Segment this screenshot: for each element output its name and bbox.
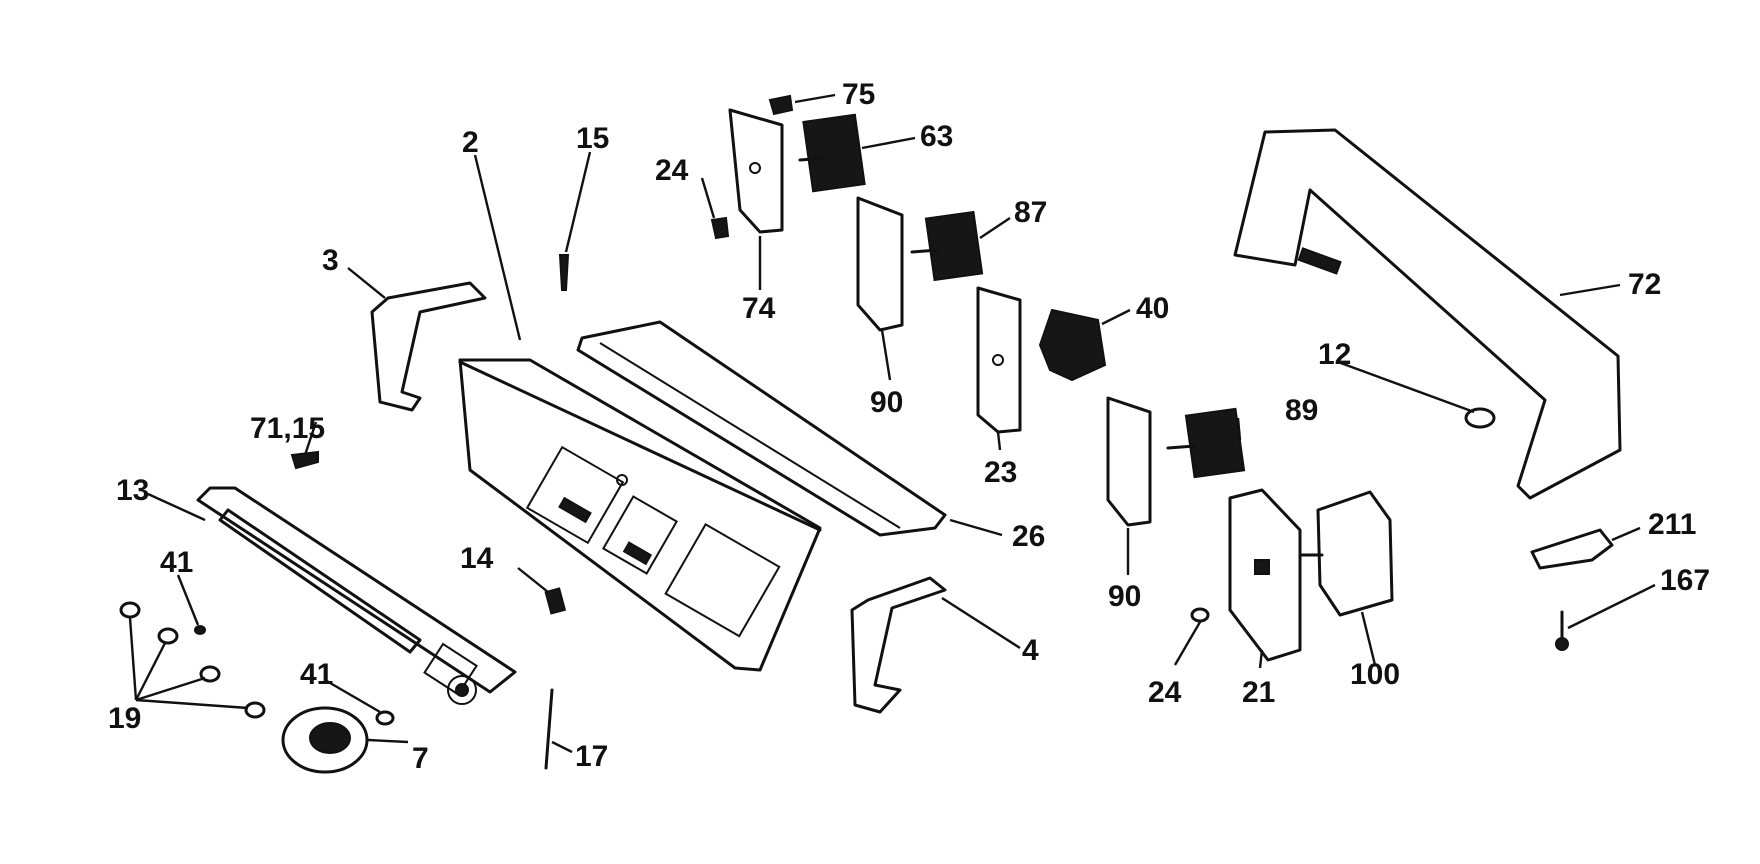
right-end-bracket [850,576,947,714]
callout-12: 12 [1318,338,1351,371]
knob-7 [281,706,369,774]
top-cover-strip [576,320,947,537]
callout-167: 167 [1660,564,1710,597]
callout-75: 75 [842,78,875,111]
bracket-90-lower [1106,396,1152,527]
screw-24-upper [710,216,730,240]
callout-14: 14 [460,542,494,575]
screw-24-lower [1190,607,1210,623]
backsplash-panel [1233,128,1622,500]
switch-87 [910,210,984,282]
callout-87: 87 [1014,196,1047,229]
clip-12 [1464,407,1496,429]
callout-13: 13 [116,474,149,507]
buttons-19 [119,601,266,719]
callout-2: 2 [462,126,479,159]
callout-89: 89 [1285,394,1318,427]
left-end-bracket [370,281,487,412]
bracket-90-upper [856,196,904,332]
callout-100: 100 [1350,658,1400,691]
callout-23: 23 [984,456,1017,489]
screw-167 [1555,610,1569,651]
plate-23 [976,286,1022,434]
callout-3: 3 [322,244,339,277]
callout-211: 211 [1648,508,1696,541]
callout-21: 21 [1242,676,1275,709]
callout-15: 15 [576,122,609,155]
rod-17 [544,688,554,770]
indicator-41 [194,625,395,726]
switch-63 [798,113,866,193]
screw-15 [558,254,570,291]
screw-71-15 [290,450,319,470]
callout-41-left: 41 [160,546,193,579]
callout-71-15: 71,15 [250,412,325,445]
hinge-211 [1530,528,1614,570]
callout-24-upper: 24 [655,154,689,187]
control-panel-bezel [196,486,517,705]
clip-14 [544,587,567,615]
switch-40 [1038,308,1107,382]
callout-40: 40 [1136,292,1169,325]
callout-63: 63 [920,120,953,153]
callout-7: 7 [412,742,429,775]
callout-74: 74 [742,292,776,325]
console-housing [458,358,822,672]
callout-90-upper: 90 [870,386,903,419]
callout-labels: 2 15 3 71,15 13 41 19 41 7 14 17 26 4 24… [108,78,1710,775]
callout-4: 4 [1022,634,1039,667]
callout-41-right: 41 [300,658,333,691]
timer-motor-100 [1298,490,1394,617]
callout-26: 26 [1012,520,1045,553]
bracket-74 [728,108,784,234]
callout-17: 17 [575,740,608,773]
screw-75 [768,94,794,116]
timer-plate-21 [1228,488,1302,662]
callout-24-lower: 24 [1148,676,1182,709]
callout-90-lower: 90 [1108,580,1141,613]
switch-89 [1166,407,1246,479]
callout-19: 19 [108,702,141,735]
callout-72: 72 [1628,268,1661,301]
leader-lines [128,93,1656,754]
